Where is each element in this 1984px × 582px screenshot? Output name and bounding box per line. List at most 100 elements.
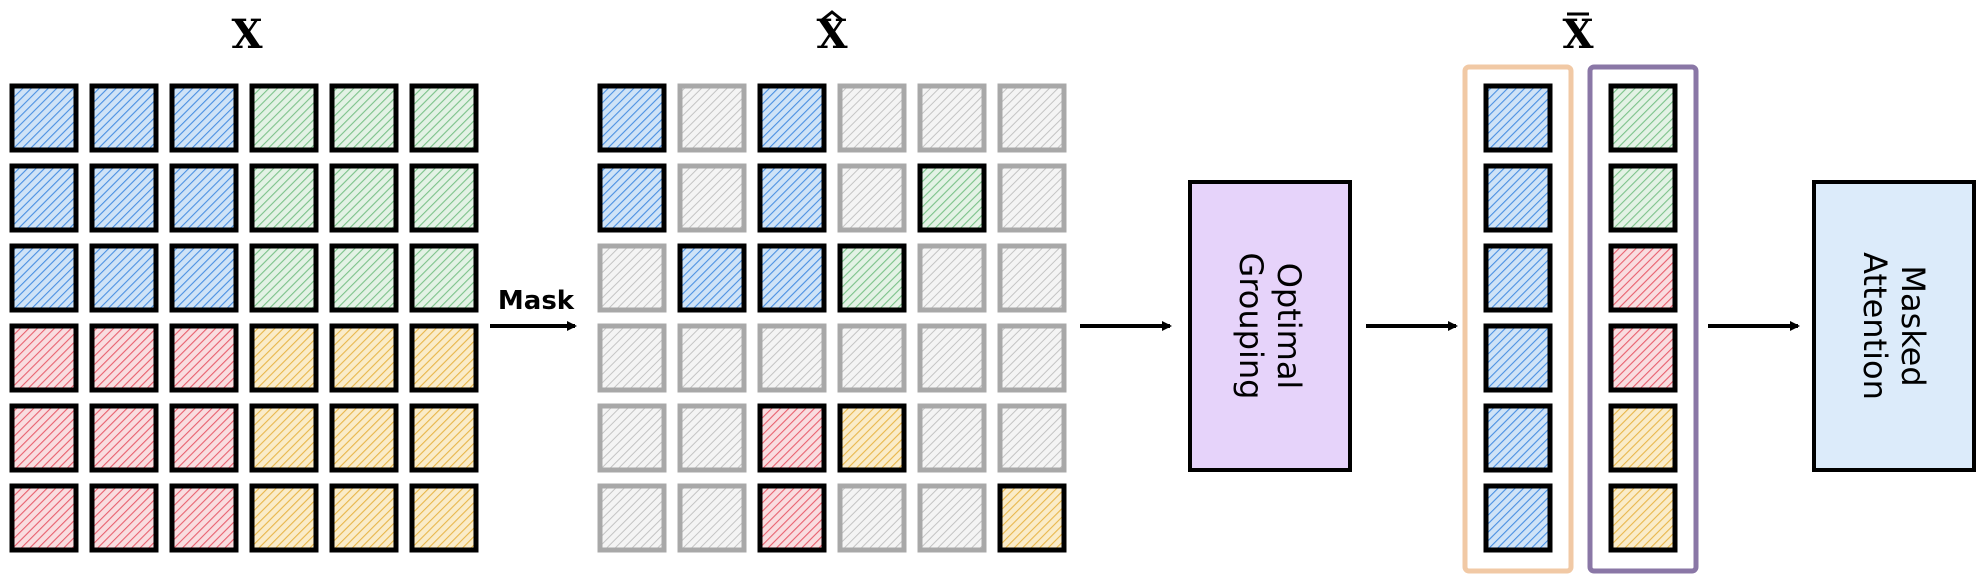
grid-x-cell-red (169, 323, 239, 393)
grid-x-hat-cell-gray (997, 163, 1067, 233)
grid-x-hat-cell-gray (997, 243, 1067, 313)
grid-x-cell-blue (9, 243, 79, 313)
grid-x-hat-cell-gray (997, 83, 1067, 153)
label-x-bar: X (1562, 11, 1593, 58)
attention-line-1: Masked (1894, 265, 1932, 386)
grid-x-cell-green (409, 163, 479, 233)
grid-x-cell-red (89, 323, 159, 393)
column-2 (1608, 83, 1678, 553)
grid-x-hat-cell-blue (597, 83, 667, 153)
column-2-cell-green (1608, 163, 1678, 233)
grid-x-hat-cell-gray (677, 323, 747, 393)
grid-x-cell-yellow (409, 323, 479, 393)
label-x-hat-text: X (816, 11, 847, 58)
grid-x-cell-red (9, 323, 79, 393)
grid-x-hat-cell-gray (677, 403, 747, 473)
column-1 (1483, 83, 1553, 553)
grid-x-hat-cell-yellow (837, 403, 907, 473)
label-x-hat: X (816, 10, 848, 58)
label-x: X (231, 11, 262, 58)
grid-x-cell-blue (89, 83, 159, 153)
grid-x-hat-cell-gray (597, 483, 667, 553)
label-x-text: X (231, 11, 262, 58)
column-1-cell-blue (1483, 483, 1553, 553)
grid-x-cell-red (169, 483, 239, 553)
grid-x-hat-cell-gray (917, 483, 987, 553)
grid-x-hat-cell-gray (917, 83, 987, 153)
hat-symbol (821, 10, 843, 22)
grid-x-hat-cell-gray (837, 323, 907, 393)
grid-x-cell-yellow (249, 483, 319, 553)
group-border-2 (1587, 64, 1699, 574)
mask-arrow: Mask (490, 286, 577, 331)
attention-line-2: Attention (1856, 252, 1894, 400)
column-1-cell-blue (1483, 243, 1553, 313)
grid-x-cell-yellow (249, 323, 319, 393)
masked-attention-box: Masked Attention (1812, 180, 1976, 472)
grid-x-hat-cell-blue (677, 243, 747, 313)
column-2-cell-yellow (1608, 483, 1678, 553)
grid-x-hat-cell-green (917, 163, 987, 233)
group-border-1 (1462, 64, 1574, 574)
column-2-cell-red (1608, 323, 1678, 393)
column-2-cell-red (1608, 243, 1678, 313)
grouping-line-1: Optimal (1270, 263, 1308, 390)
column-1-cell-blue (1483, 403, 1553, 473)
column-1-cell-blue (1483, 83, 1553, 153)
grid-x-cell-green (329, 83, 399, 153)
grid-x-cell-green (409, 83, 479, 153)
grid-x-hat-cell-blue (757, 83, 827, 153)
grid-x-cell-green (249, 83, 319, 153)
grid-x-cell-yellow (409, 483, 479, 553)
grouping-line-2: Grouping (1232, 253, 1270, 400)
grid-x-cell-blue (89, 243, 159, 313)
optimal-grouping-box: Optimal Grouping (1188, 180, 1352, 472)
grid-x-hat-cell-gray (597, 243, 667, 313)
grid-x-cell-red (9, 483, 79, 553)
grid-x-cell-yellow (329, 323, 399, 393)
mask-label: Mask (498, 286, 575, 316)
grid-x-hat-cell-yellow (997, 483, 1067, 553)
column-1-cell-blue (1483, 323, 1553, 393)
grid-x-hat (597, 83, 1067, 553)
grid-x-hat-cell-gray (837, 83, 907, 153)
grid-x-hat-cell-blue (597, 163, 667, 233)
grid-x-cell-red (169, 403, 239, 473)
grid-x-hat-cell-blue (757, 163, 827, 233)
grid-x-hat-cell-blue (757, 243, 827, 313)
grid-x-cell-yellow (329, 483, 399, 553)
column-1-cell-blue (1483, 163, 1553, 233)
grid-x-cell-red (89, 483, 159, 553)
grid-x-hat-cell-green (837, 243, 907, 313)
grid-x-cell-green (329, 243, 399, 313)
grid-x-hat-cell-gray (917, 403, 987, 473)
grid-x-hat-cell-gray (917, 323, 987, 393)
column-2-cell-yellow (1608, 403, 1678, 473)
grid-x-cell-yellow (409, 403, 479, 473)
grid-x-hat-cell-gray (837, 163, 907, 233)
grid-x-cell-green (249, 163, 319, 233)
grid-x-cell-red (89, 403, 159, 473)
grid-x-hat-cell-red (757, 403, 827, 473)
grid-x-cell-green (249, 243, 319, 313)
grid-x-cell-blue (169, 243, 239, 313)
grid-x-cell-blue (9, 163, 79, 233)
grid-x-hat-cell-gray (997, 323, 1067, 393)
grid-x-hat-cell-gray (837, 483, 907, 553)
grid-x-cell-blue (89, 163, 159, 233)
column-2-cell-green (1608, 83, 1678, 153)
grid-x-cell-blue (169, 83, 239, 153)
grid-x-cell-green (409, 243, 479, 313)
grid-x-hat-cell-red (757, 483, 827, 553)
grid-x-hat-cell-gray (917, 243, 987, 313)
grid-x-cell-yellow (249, 403, 319, 473)
grid-x-hat-cell-gray (677, 163, 747, 233)
grid-x (9, 83, 479, 553)
grid-x-cell-yellow (329, 403, 399, 473)
grid-x-hat-cell-gray (597, 403, 667, 473)
grid-x-hat-cell-gray (757, 323, 827, 393)
grid-x-cell-blue (9, 83, 79, 153)
grid-x-hat-cell-gray (597, 323, 667, 393)
grid-x-hat-cell-gray (677, 483, 747, 553)
